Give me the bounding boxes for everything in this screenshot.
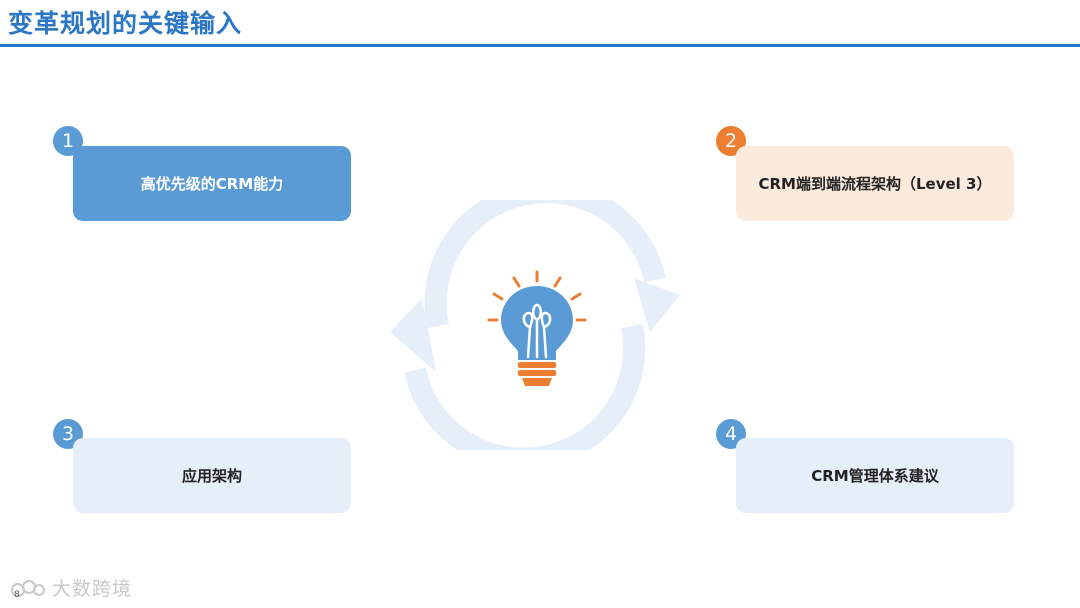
item-2-box: CRM端到端流程架构（Level 3） <box>736 146 1014 221</box>
lightbulb-icon <box>487 270 587 386</box>
item-3-box: 应用架构 <box>73 438 351 513</box>
watermark-text: 大数跨境 <box>52 578 133 600</box>
item-4-box: CRM管理体系建议 <box>736 438 1014 513</box>
page-number: 8 <box>14 590 20 600</box>
watermark: 大数跨境 <box>10 574 132 601</box>
center-cycle-graphic <box>390 200 680 450</box>
item-3-number-badge: 3 <box>53 419 83 449</box>
title-underline <box>0 44 1080 47</box>
item-1-box: 高优先级的CRM能力 <box>73 146 351 221</box>
item-1-number-badge: 1 <box>53 126 83 156</box>
item-2-number-badge: 2 <box>716 126 746 156</box>
page-title: 变革规划的关键输入 <box>8 9 243 38</box>
cycle-arrows-icon <box>390 200 680 450</box>
watermark-logo-icon <box>11 579 45 597</box>
